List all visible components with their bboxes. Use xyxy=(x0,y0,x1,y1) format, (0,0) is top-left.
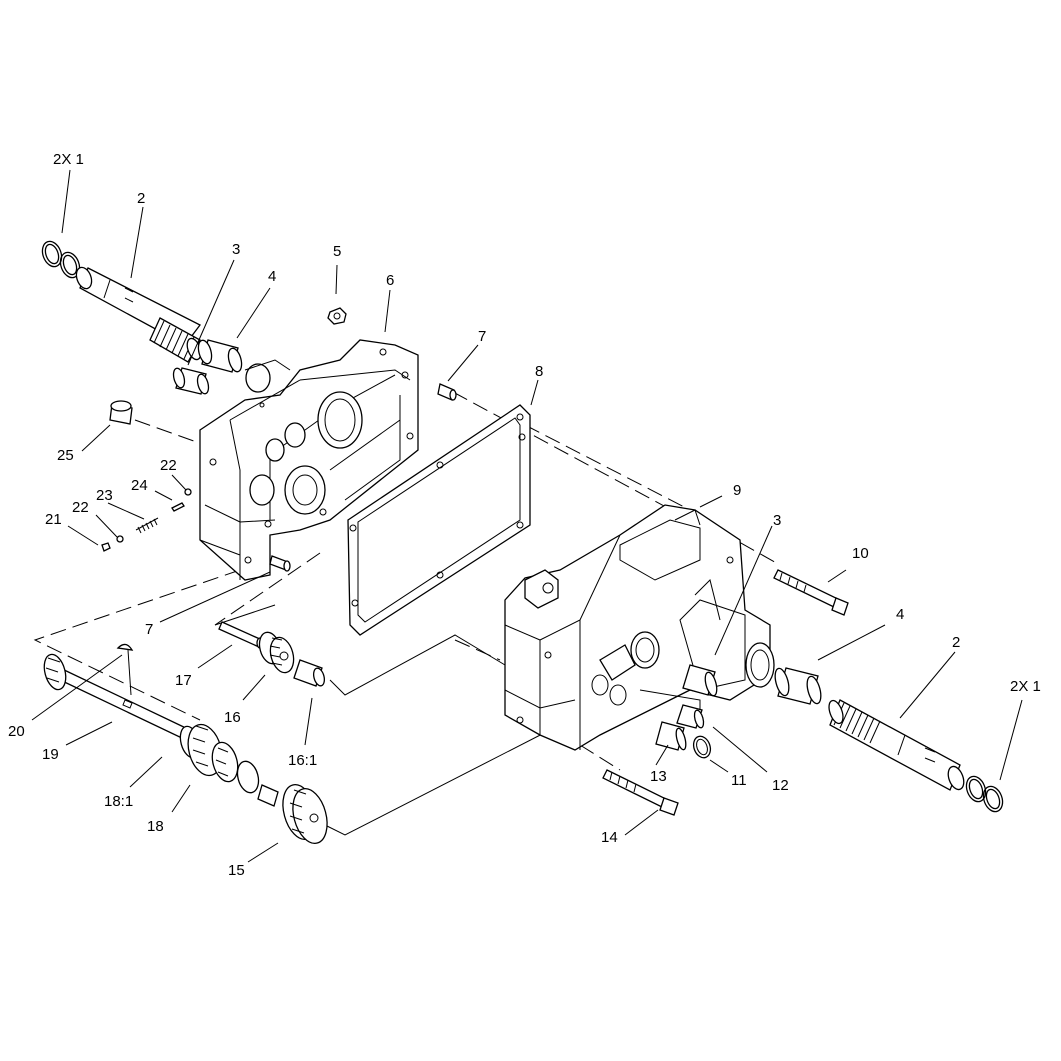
callout-16: 16 xyxy=(224,709,241,726)
callout-15: 15 xyxy=(228,862,245,879)
callout-2-right: 2 xyxy=(952,634,960,651)
callout-3-right: 3 xyxy=(773,512,781,529)
shaft-left xyxy=(75,266,202,363)
idler-shaft-17 xyxy=(218,621,264,649)
bushings-left xyxy=(172,339,243,395)
callout-18-1: 18:1 xyxy=(104,793,133,810)
callout-22-top: 22 xyxy=(160,457,177,474)
callout-7-bottom: 7 xyxy=(145,621,153,638)
leader-lines xyxy=(31,169,1023,863)
callout-21: 21 xyxy=(45,511,62,528)
callout-labels: 2X 1 2 3 4 5 6 7 8 25 22 23 24 21 22 7 9… xyxy=(8,151,1041,879)
callout-2-left: 2 xyxy=(137,190,145,207)
callout-3-left: 3 xyxy=(232,241,240,258)
idler-gear-16 xyxy=(258,631,295,674)
callout-2x1-left: 2X 1 xyxy=(53,151,84,168)
gear-15 xyxy=(282,783,328,845)
bolt-10 xyxy=(773,569,849,616)
dowel-pin-7-bottom xyxy=(269,555,291,572)
front-cover-housing xyxy=(199,339,419,581)
callout-10: 10 xyxy=(852,545,869,562)
callout-6: 6 xyxy=(386,272,394,289)
bushing-25 xyxy=(109,400,133,425)
bushing-16-1 xyxy=(293,659,326,687)
woodruff-key-20 xyxy=(116,643,134,651)
main-gear-case xyxy=(504,504,775,751)
callout-16-1: 16:1 xyxy=(288,752,317,769)
nut-5 xyxy=(327,307,347,325)
callout-24: 24 xyxy=(131,477,148,494)
callout-14: 14 xyxy=(601,829,618,846)
cluster-shaft-19 xyxy=(43,653,191,741)
callout-4-left: 4 xyxy=(268,268,276,285)
callout-2x1-right: 2X 1 xyxy=(1010,678,1041,695)
snap-rings-right xyxy=(965,775,1004,813)
callout-22-bottom: 22 xyxy=(72,499,89,516)
detent-parts xyxy=(101,488,192,552)
bolt-14 xyxy=(602,769,679,816)
callout-12: 12 xyxy=(772,777,789,794)
callout-8: 8 xyxy=(535,363,543,380)
assembly-guides xyxy=(214,604,551,836)
callout-9: 9 xyxy=(733,482,741,499)
callout-4-right: 4 xyxy=(896,606,904,623)
bushings-right xyxy=(655,664,822,759)
callout-17: 17 xyxy=(175,672,192,689)
callout-7-top: 7 xyxy=(478,328,486,345)
callout-23: 23 xyxy=(96,487,113,504)
callout-18: 18 xyxy=(147,818,164,835)
callout-13: 13 xyxy=(650,768,667,785)
callout-25: 25 xyxy=(57,447,74,464)
shaft-right xyxy=(828,699,965,791)
callout-19: 19 xyxy=(42,746,59,763)
callout-20: 20 xyxy=(8,723,25,740)
gasket-8 xyxy=(347,404,531,636)
snap-rings-left xyxy=(41,240,81,279)
callout-5: 5 xyxy=(333,243,341,260)
cluster-gears-18 xyxy=(179,723,279,807)
dowel-pin-7-top xyxy=(437,383,457,401)
callout-11: 11 xyxy=(731,772,747,789)
